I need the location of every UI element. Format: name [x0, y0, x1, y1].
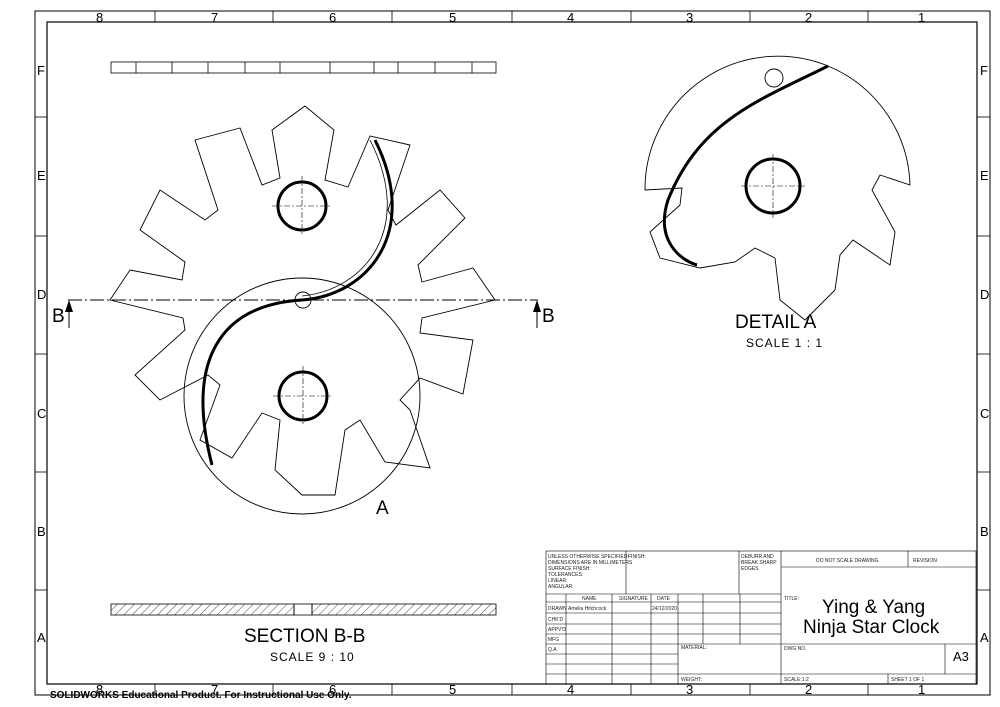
- zone-col-label: 2: [805, 682, 812, 697]
- zone-ticks: [35, 11, 990, 695]
- section-marker-right: B: [542, 306, 555, 327]
- title-block-text: UNLESS OTHERWISE SPECIFIED: DIMENSIONS A…: [548, 554, 969, 683]
- scale-label: SCALE:1:2: [784, 677, 809, 683]
- zone-col-label: 3: [686, 682, 693, 697]
- tolerance-note-line: TOLERANCES:: [548, 572, 583, 578]
- zone-row-label: C: [37, 406, 46, 421]
- tolerance-note-line: ANGULAR:: [548, 584, 574, 590]
- zone-labels-top: 8 7 6 5 4 3 2 1: [96, 10, 925, 25]
- zone-row-label: F: [37, 63, 45, 78]
- zone-col-label: 4: [567, 682, 574, 697]
- zone-col-label: 6: [329, 682, 336, 697]
- outer-border: [34, 10, 991, 696]
- zone-labels-left: F E D C B A: [37, 63, 46, 645]
- zone-col-label: 8: [96, 682, 103, 697]
- detail-callout-label: A: [376, 498, 389, 519]
- zone-row-label: A: [37, 630, 46, 645]
- main-gear-view: [109, 105, 496, 515]
- drawing-title-line2: Ninja Star Clock: [803, 617, 940, 638]
- col-date-header: DATE: [657, 596, 671, 602]
- zone-row-label: F: [980, 63, 988, 78]
- revision-label: REVISION: [913, 558, 937, 564]
- drawn-name: Amelia Hitchcock: [568, 606, 607, 612]
- detail-a-view: [644, 55, 911, 321]
- row-label-checked: CHK'D: [548, 617, 564, 623]
- deburr-note-line: DEBURR AND: [741, 554, 774, 560]
- title-label: TITLE:: [784, 596, 799, 602]
- zone-col-label: 8: [96, 10, 103, 25]
- zone-col-label: 3: [686, 10, 693, 25]
- zone-labels-right: F E D C B A: [980, 63, 989, 645]
- weight-label: WEIGHT:: [681, 677, 702, 683]
- material-label: MATERIAL:: [681, 645, 707, 651]
- zone-col-label: 1: [918, 682, 925, 697]
- zone-row-label: D: [37, 287, 46, 302]
- zone-col-label: 1: [918, 10, 925, 25]
- zone-labels-bottom: 8 7 6 5 4 3 2 1: [96, 682, 925, 697]
- drawn-date: 24/12/2020: [652, 606, 677, 612]
- drawing-title-line1: Ying & Yang: [822, 597, 925, 618]
- tolerance-note-line: SURFACE FINISH:: [548, 566, 591, 572]
- top-edge-view: [110, 61, 497, 74]
- zone-row-label: E: [37, 168, 46, 183]
- sheet-size: A3: [953, 649, 969, 664]
- do-not-scale-label: DO NOT SCALE DRAWING: [816, 558, 879, 564]
- zone-row-label: A: [980, 630, 989, 645]
- zone-col-label: 2: [805, 10, 812, 25]
- zone-row-label: E: [980, 168, 989, 183]
- tolerance-note-line: LINEAR:: [548, 578, 567, 584]
- zone-row-label: B: [37, 524, 46, 539]
- title-block: [545, 550, 977, 685]
- section-line-b-b: [65, 299, 541, 328]
- col-name-header: NAME: [582, 596, 597, 602]
- zone-col-label: 7: [211, 682, 218, 697]
- inner-border: [46, 21, 978, 685]
- sheet-label: SHEET 1 OF 1: [891, 677, 924, 683]
- zone-col-label: 7: [211, 10, 218, 25]
- deburr-note-line: EDGES: [741, 566, 759, 572]
- zone-row-label: B: [980, 524, 989, 539]
- row-label-qa: Q.A: [548, 647, 557, 653]
- row-label-approved: APPV'D: [548, 627, 566, 633]
- dwg-number-label: DWG NO.: [784, 646, 807, 652]
- detail-title: DETAIL A: [735, 312, 817, 333]
- tolerance-note-line: DIMENSIONS ARE IN MILLIMETERS: [548, 560, 633, 566]
- detail-scale: SCALE 1 : 1: [746, 336, 823, 350]
- detail-center-mark: [741, 154, 805, 218]
- zone-row-label: D: [980, 287, 989, 302]
- row-label-drawn: DRAWN: [548, 606, 567, 612]
- section-title: SECTION B-B: [244, 626, 365, 647]
- section-b-b-view: [110, 603, 497, 616]
- zone-col-label: 4: [567, 10, 574, 25]
- watermark: SOLIDWORKS Educational Product. For Inst…: [50, 690, 352, 701]
- center-marks: [272, 176, 333, 426]
- tolerance-note-line: UNLESS OTHERWISE SPECIFIED:: [548, 554, 629, 560]
- zone-row-label: C: [980, 406, 989, 421]
- section-scale: SCALE 9 : 10: [270, 650, 355, 664]
- zone-col-label: 5: [449, 682, 456, 697]
- section-marker-left: B: [52, 306, 65, 327]
- zone-col-label: 5: [449, 10, 456, 25]
- row-label-mfg: MFG: [548, 637, 559, 643]
- deburr-note-line: BREAK SHARP: [741, 560, 777, 566]
- col-signature-header: SIGNATURE: [619, 596, 648, 602]
- finish-label: FINISH:: [628, 554, 646, 560]
- zone-col-label: 6: [329, 10, 336, 25]
